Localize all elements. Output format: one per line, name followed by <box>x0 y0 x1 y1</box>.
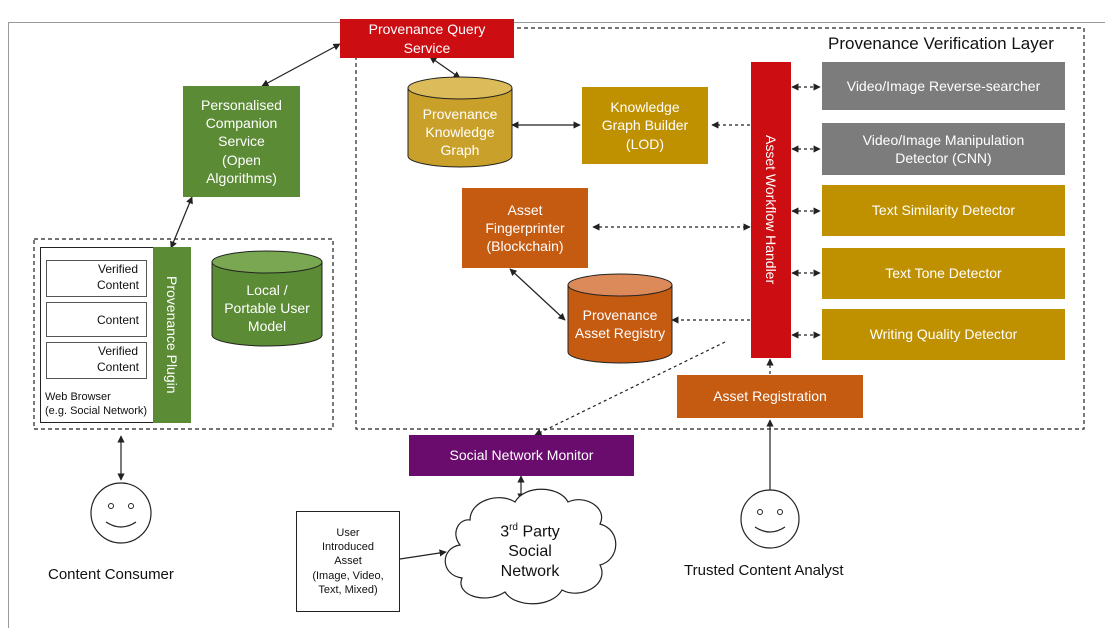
network-ordinal: 3 <box>500 523 510 541</box>
network-ordinal-suffix: rd <box>509 522 518 533</box>
card-label: Content <box>96 313 140 327</box>
verification-layer-boundary <box>355 27 1085 430</box>
knowledge-graph-builder: Knowledge Graph Builder (LOD) <box>582 87 708 164</box>
network-party: Party <box>518 523 560 541</box>
content-consumer-label: Content Consumer <box>48 566 174 583</box>
video-image-reverse-searcher: Video/Image Reverse-searcher <box>822 62 1065 110</box>
text-tone-detector: Text Tone Detector <box>822 248 1065 299</box>
social-network-monitor: Social Network Monitor <box>409 435 634 476</box>
provenance-plugin: Provenance Plugin <box>153 247 191 423</box>
user-model-cylinder <box>211 250 323 347</box>
provenance-query-service: Provenance Query Service <box>340 19 514 58</box>
video-image-manipulation-detector: Video/Image Manipulation Detector (CNN) <box>822 123 1065 175</box>
edge-fingerprinter-registry <box>509 268 566 321</box>
edge-query-companion <box>261 43 341 87</box>
layer-title: Provenance Verification Layer <box>828 34 1054 53</box>
consumer-face-icon <box>90 482 152 544</box>
asset-registry-cylinder <box>567 273 673 364</box>
text-similarity-detector: Text Similarity Detector <box>822 185 1065 236</box>
card-label: Verified Content <box>96 262 140 292</box>
edge-userasset-network <box>399 549 447 560</box>
personalised-companion-service: Personalised Companion Service (Open Alg… <box>183 86 300 197</box>
edge-query-graph <box>429 56 461 79</box>
trusted-content-analyst-label: Trusted Content Analyst <box>684 562 844 579</box>
asset-workflow-handler: Asset Workflow Handler <box>751 62 791 358</box>
verified-content-card <box>46 260 147 297</box>
third-party-social-network: 3rd Party Social Network <box>470 522 590 582</box>
analyst-face-icon <box>740 489 800 549</box>
knowledge-graph-cylinder <box>407 76 513 168</box>
verified-content-card <box>46 342 147 379</box>
writing-quality-detector: Writing Quality Detector <box>822 309 1065 360</box>
edge-companion-plugin <box>170 196 193 249</box>
card-label: Verified Content <box>96 344 140 374</box>
edge-handler-monitor <box>534 341 726 436</box>
asset-registration: Asset Registration <box>677 375 863 418</box>
social-network-cloud <box>444 488 617 605</box>
content-card <box>46 302 147 337</box>
provenance-knowledge-graph-label: Provenance Knowledge Graph <box>422 105 498 159</box>
provenance-asset-registry-label: Provenance Asset Registry <box>574 306 666 341</box>
network-name: Social Network <box>500 543 560 581</box>
frame-top-line <box>8 22 1105 23</box>
asset-fingerprinter: Asset Fingerprinter (Blockchain) <box>462 188 588 268</box>
user-introduced-asset: User Introduced Asset (Image, Video, Tex… <box>296 511 400 612</box>
web-browser-caption: Web Browser (e.g. Social Network) <box>45 391 148 417</box>
frame-left-line <box>8 22 9 628</box>
local-portable-user-model-label: Local / Portable User Model <box>224 281 310 335</box>
